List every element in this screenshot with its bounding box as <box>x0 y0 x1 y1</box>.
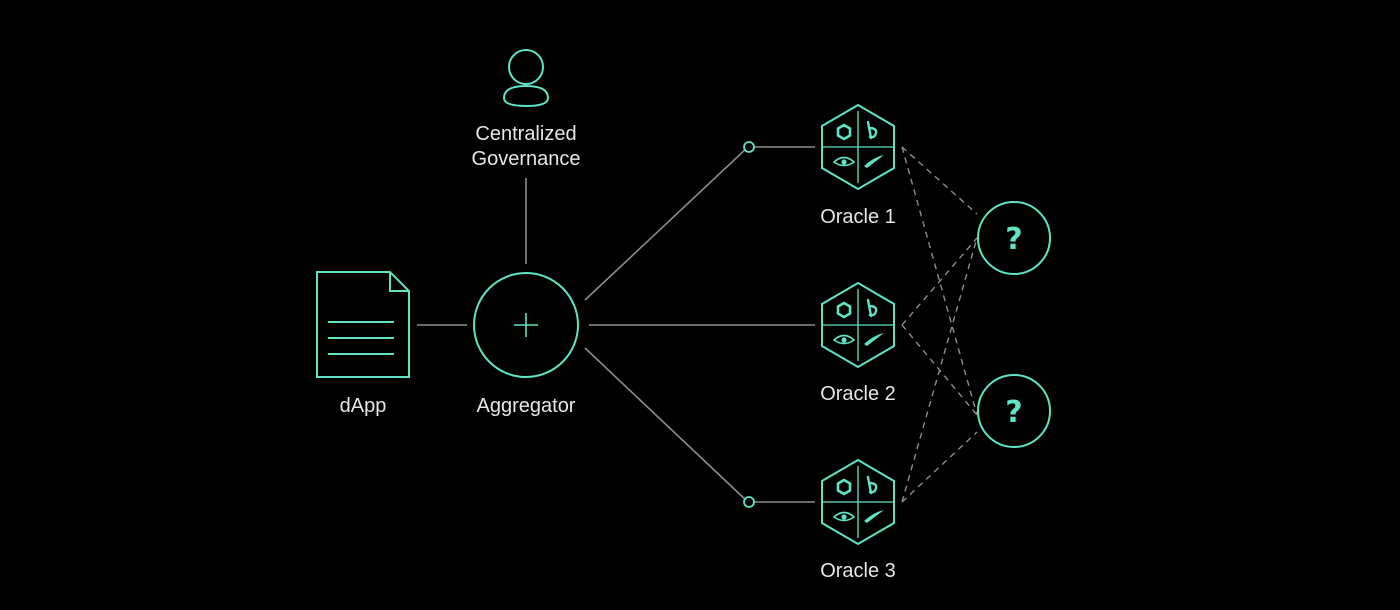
question-mark-icon: ? <box>1005 395 1022 430</box>
person-icon <box>502 49 550 108</box>
dapp-node: dApp <box>316 271 410 417</box>
oracle-hexagon-icon <box>820 281 896 369</box>
oracle-hexagon-icon <box>820 458 896 546</box>
document-icon <box>316 271 410 378</box>
oracle-3-connector <box>584 347 749 503</box>
aggregator-circle <box>473 272 579 378</box>
junction-dot <box>743 496 755 508</box>
oracle-3-label: Oracle 3 <box>820 560 896 582</box>
unknown-source-circle <box>977 374 1051 448</box>
oracle-3-node: Oracle 3 <box>820 458 896 582</box>
junction-dot <box>743 141 755 153</box>
dashed-link <box>901 237 978 503</box>
oracle-1-label: Oracle 1 <box>820 206 896 228</box>
aggregator-node: Aggregator <box>473 272 579 417</box>
connectors <box>417 146 815 503</box>
oracle-1-connector <box>584 146 749 301</box>
unknown-source-1: ? <box>977 201 1051 275</box>
governance-label-line-2: Governance <box>472 148 581 170</box>
oracle-1-node: Oracle 1 <box>820 103 896 228</box>
dashed-link <box>901 431 978 503</box>
unknown-source-circle <box>977 201 1051 275</box>
dapp-label: dApp <box>340 395 387 417</box>
dashed-link <box>901 146 978 215</box>
governance-label-line-1: Centralized <box>475 123 576 145</box>
governance-node: Centralized Governance <box>472 49 581 170</box>
oracle-2-node: Oracle 2 <box>820 281 896 405</box>
question-mark-icon: ? <box>1005 222 1022 257</box>
aggregator-label: Aggregator <box>477 395 576 417</box>
dashed-link <box>901 237 978 326</box>
dashed-link <box>901 146 978 416</box>
plus-icon <box>514 313 538 337</box>
dashed-connectors <box>901 146 978 503</box>
unknown-source-2: ? <box>977 374 1051 448</box>
oracle-2-label: Oracle 2 <box>820 383 896 405</box>
oracle-hexagon-icon <box>820 103 896 191</box>
